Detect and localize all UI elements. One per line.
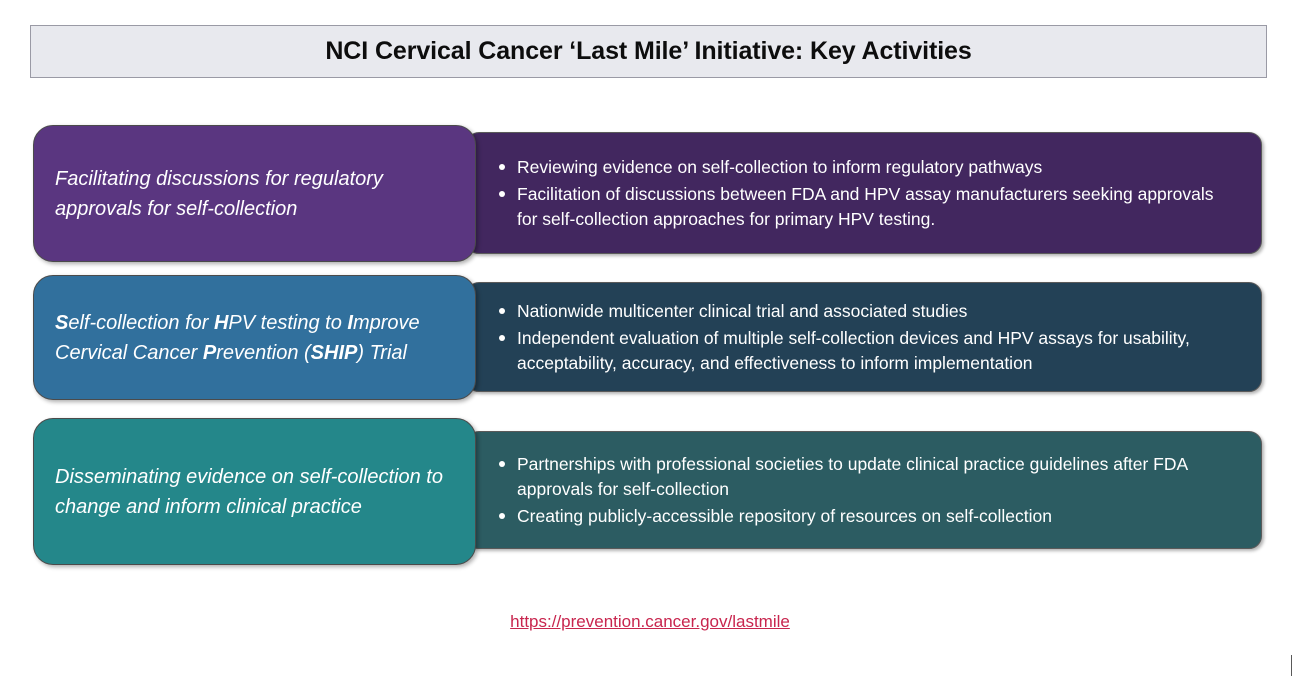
activity-card-disseminating-evidence: Disseminating evidence on self-collectio…: [33, 418, 476, 565]
bullet-text: Partnerships with professional societies…: [517, 453, 1188, 499]
list-item: Facilitation of discussions between FDA …: [497, 182, 1237, 232]
list-item: Creating publicly-accessible repository …: [497, 504, 1237, 529]
bullet-dot-icon: [499, 512, 505, 519]
bullet-text: Facilitation of discussions between FDA …: [517, 183, 1214, 229]
activity-row-regulatory-approvals: Reviewing evidence on self-collection to…: [0, 125, 1300, 265]
bullet-dot-icon: [499, 460, 505, 467]
bullet-list: Nationwide multicenter clinical trial an…: [467, 299, 1261, 376]
activity-row-disseminating-evidence: Partnerships with professional societies…: [0, 418, 1300, 568]
list-item: Partnerships with professional societies…: [497, 452, 1237, 502]
bullet-dot-icon: [499, 307, 505, 314]
activity-card-ship-trial: Self-collection for HPV testing to Impro…: [33, 275, 476, 400]
list-item: Independent evaluation of multiple self-…: [497, 326, 1237, 376]
bullet-dot-icon: [499, 190, 505, 197]
bullet-text: Nationwide multicenter clinical trial an…: [517, 300, 968, 321]
activity-row-ship-trial: Nationwide multicenter clinical trial an…: [0, 275, 1300, 403]
corner-mark: [1291, 655, 1292, 676]
bullet-panel-disseminating-evidence: Partnerships with professional societies…: [466, 431, 1262, 549]
bullet-list: Partnerships with professional societies…: [467, 452, 1261, 529]
list-item: Nationwide multicenter clinical trial an…: [497, 299, 1237, 324]
list-item: Reviewing evidence on self-collection to…: [497, 155, 1237, 180]
bullet-text: Independent evaluation of multiple self-…: [517, 327, 1190, 373]
bullet-panel-regulatory-approvals: Reviewing evidence on self-collection to…: [466, 132, 1262, 254]
bullet-dot-icon: [499, 163, 505, 170]
activity-card-regulatory-approvals: Facilitating discussions for regulatory …: [33, 125, 476, 262]
lastmile-url-link[interactable]: https://prevention.cancer.gov/lastmile: [510, 612, 790, 631]
bullet-text: Creating publicly-accessible repository …: [517, 505, 1052, 526]
bullet-list: Reviewing evidence on self-collection to…: [467, 155, 1261, 232]
activity-card-label: Self-collection for HPV testing to Impro…: [55, 311, 420, 364]
bullet-text: Reviewing evidence on self-collection to…: [517, 156, 1043, 177]
bullet-dot-icon: [499, 334, 505, 341]
footer-link-wrapper: https://prevention.cancer.gov/lastmile: [0, 612, 1300, 632]
title-bar: NCI Cervical Cancer ‘Last Mile’ Initiati…: [30, 25, 1267, 78]
activity-card-label: Disseminating evidence on self-collectio…: [55, 465, 443, 518]
page-title: NCI Cervical Cancer ‘Last Mile’ Initiati…: [325, 37, 972, 65]
bullet-panel-ship-trial: Nationwide multicenter clinical trial an…: [466, 282, 1262, 392]
activity-card-label: Facilitating discussions for regulatory …: [55, 167, 383, 220]
